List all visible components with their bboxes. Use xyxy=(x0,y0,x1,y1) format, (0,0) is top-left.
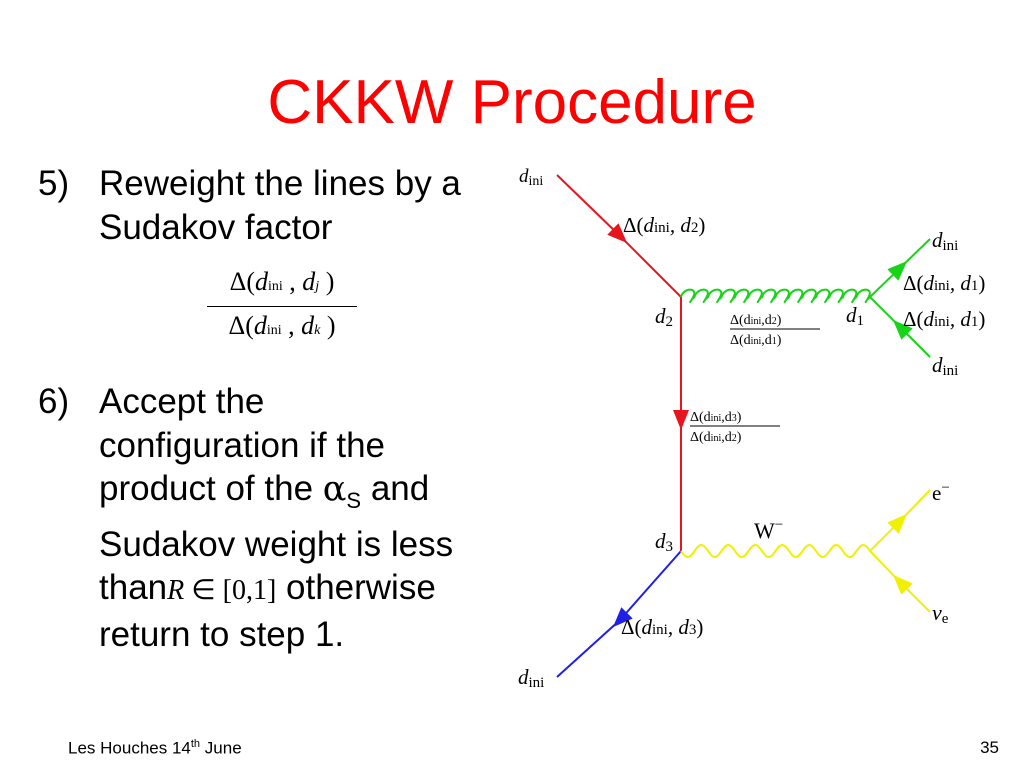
label-delta-top: Δ(dini, d2) xyxy=(623,213,705,237)
gluon-quark-up xyxy=(869,238,931,298)
footer-left: Les Houches 14th June xyxy=(68,738,242,758)
label-neutrino: νe xyxy=(932,600,949,627)
step-number: 6) xyxy=(38,382,70,421)
label-w-boson: W− xyxy=(754,517,783,543)
step-line: Reweight the lines by a xyxy=(99,164,461,203)
slide-title: CKKW Procedure xyxy=(267,68,757,137)
label-gluon-ratio-denominator: Δ(dini,d1) xyxy=(730,333,782,348)
label-electron: e− xyxy=(932,480,950,505)
step-line: product of the αS and xyxy=(99,469,430,513)
label-delta-right-2: Δ(dini, d1) xyxy=(903,307,985,331)
label-delta-bottom: Δ(dini, d3) xyxy=(621,615,703,639)
step-number: 5) xyxy=(38,164,70,203)
label-d-ini-right-top: dini xyxy=(932,228,958,254)
electron-line xyxy=(869,489,931,552)
step-line: thanR ∈ [0,1] otherwise xyxy=(99,568,436,607)
label-d-ini-top: dini xyxy=(519,166,543,189)
step-line: return to step 1. xyxy=(99,614,345,654)
outgoing-quark-line xyxy=(556,550,682,678)
incoming-quark-line xyxy=(556,174,682,298)
sudakov-fraction: Δ(dini , dj ) Δ(dini , dk ) xyxy=(207,266,357,347)
step-line: configuration if the xyxy=(99,425,386,465)
gluon-line xyxy=(680,288,871,304)
label-mid-ratio-numerator: Δ(dini,d3) xyxy=(690,410,742,425)
label-d2: d2 xyxy=(655,304,673,330)
gluon-quark-down xyxy=(869,296,931,358)
fraction-denominator: Δ(dini , dk ) xyxy=(228,311,336,340)
label-d-ini-bottom: dini xyxy=(518,665,544,691)
label-gluon-ratio-numerator: Δ(dini,d2) xyxy=(730,313,782,328)
step-line: Accept the xyxy=(99,382,265,421)
step-line: Sudakov factor xyxy=(99,207,333,247)
label-delta-right-1: Δ(dini, d1) xyxy=(903,271,985,295)
fraction-numerator: Δ(dini , dj ) xyxy=(229,267,335,296)
label-d3: d3 xyxy=(655,529,673,555)
label-mid-ratio-denominator: Δ(dini,d2) xyxy=(690,430,742,445)
alpha-s-symbol: αS xyxy=(322,469,362,513)
label-d-ini-right-bottom: dini xyxy=(932,353,958,379)
random-range: R ∈ [0,1] xyxy=(167,575,277,606)
page-number: 35 xyxy=(980,738,999,757)
w-boson-line xyxy=(680,543,871,559)
step-text: Reweight the lines by a Sudakov factor xyxy=(99,162,461,249)
label-d1: d1 xyxy=(846,303,864,329)
fraction-bar xyxy=(207,306,357,307)
step-line: Sudakov weight is less xyxy=(99,524,454,564)
step-text: Accept the configuration if the product … xyxy=(99,380,453,656)
neutrino-line xyxy=(869,550,931,613)
